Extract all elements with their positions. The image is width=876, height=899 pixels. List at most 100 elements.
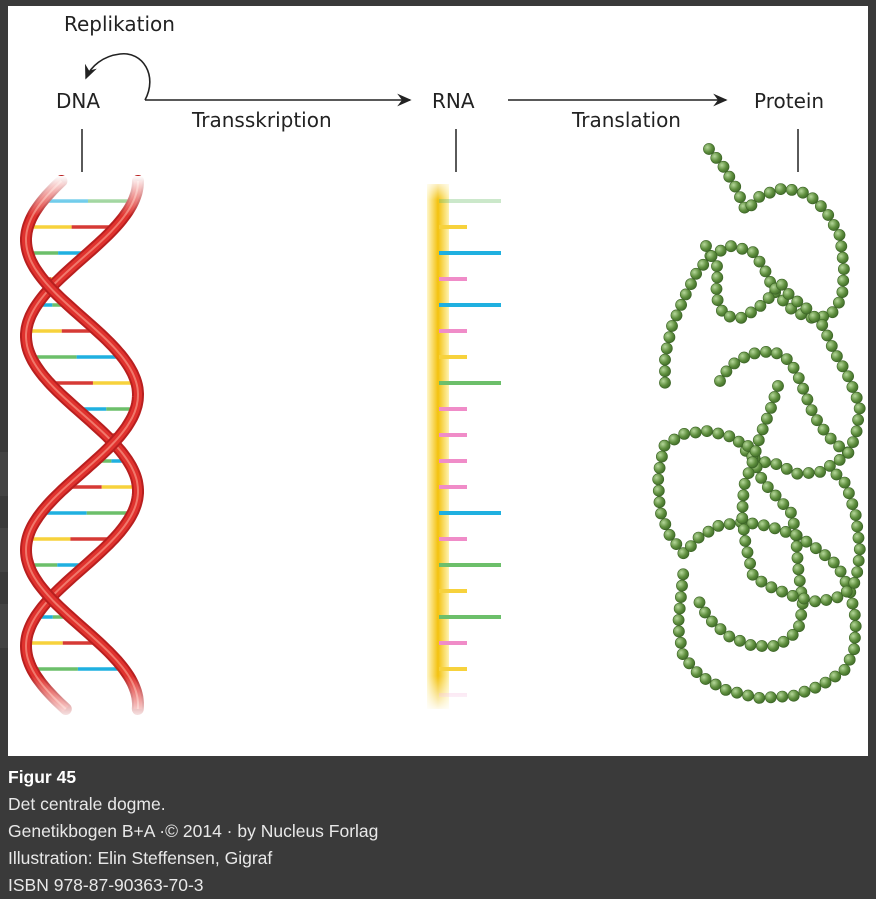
- amino-acid-bead: [791, 295, 804, 308]
- amino-acid-bead: [734, 191, 746, 203]
- amino-acid-bead: [720, 365, 733, 378]
- amino-acid-bead: [825, 340, 838, 352]
- amino-acid-bead: [676, 579, 688, 592]
- amino-acid-bead: [770, 458, 783, 470]
- rna-backbone: [427, 184, 449, 709]
- amino-acid-bead: [739, 535, 752, 547]
- amino-acid-bead: [833, 453, 846, 466]
- amino-acid-bead: [745, 306, 757, 319]
- amino-acid-bead: [723, 630, 736, 643]
- amino-acid-bead: [848, 577, 861, 589]
- amino-acid-bead: [673, 602, 686, 615]
- amino-acid-bead: [842, 370, 854, 383]
- amino-acid-bead: [723, 170, 736, 183]
- amino-acid-bead: [836, 286, 849, 298]
- amino-acid-bead: [787, 517, 800, 530]
- amino-acid-bead: [833, 296, 845, 309]
- caption-illustration-credit: Illustration: Elin Steffensen, Gigraf: [8, 848, 273, 868]
- amino-acid-bead: [824, 459, 836, 472]
- amino-acid-bead: [776, 585, 788, 598]
- amino-acid-bead: [822, 209, 835, 221]
- replication-arrow: [85, 53, 151, 101]
- amino-acid-bead: [769, 522, 781, 535]
- amino-acid-bead: [710, 151, 723, 164]
- amino-acid-bead: [786, 629, 799, 641]
- amino-acid-bead: [786, 590, 799, 602]
- amino-acid-bead: [831, 350, 843, 363]
- amino-acid-bead: [780, 353, 793, 365]
- amino-acid-bead: [790, 540, 803, 553]
- amino-acid-bead: [697, 258, 710, 271]
- protein-bead-chain: [652, 143, 866, 704]
- amino-acid-bead: [820, 594, 833, 606]
- fade-bottom: [423, 676, 513, 712]
- caption-title: Figur 45: [8, 767, 77, 787]
- amino-acid-bead: [850, 391, 863, 404]
- amino-acid-bead: [851, 566, 864, 578]
- amino-acid-bead: [652, 473, 665, 486]
- amino-acid-bead: [659, 365, 671, 378]
- amino-acid-bead: [797, 382, 809, 395]
- amino-acid-bead: [777, 498, 790, 510]
- amino-acid-bead: [690, 666, 703, 678]
- amino-acid-bead: [774, 183, 787, 195]
- amino-acid-bead: [653, 461, 666, 474]
- amino-acid-bead: [659, 353, 671, 366]
- amino-acid-bead: [709, 678, 722, 691]
- amino-acid-bead: [829, 670, 842, 683]
- amino-acid-bead: [852, 413, 864, 426]
- amino-acid-bead: [847, 436, 859, 448]
- amino-acid-bead: [699, 673, 712, 685]
- amino-acid-bead: [692, 531, 705, 544]
- amino-acid-bead: [755, 471, 768, 484]
- central-dogma-diagram: [8, 53, 866, 721]
- amino-acid-bead: [789, 529, 802, 541]
- amino-acid-bead: [683, 657, 696, 670]
- amino-acid-bead: [701, 425, 713, 437]
- amino-acid-bead: [677, 568, 690, 581]
- amino-acid-bead: [737, 523, 750, 536]
- caption-isbn: ISBN 978-87-90363-70-3: [8, 875, 204, 895]
- amino-acid-bead: [712, 427, 725, 440]
- amino-acid-bead: [674, 636, 687, 649]
- amino-acid-bead: [705, 250, 718, 262]
- amino-acid-bead: [656, 450, 668, 463]
- amino-acid-bead: [749, 445, 762, 458]
- amino-acid-bead: [753, 692, 766, 704]
- amino-acid-bead: [716, 304, 728, 317]
- amino-acid-bead: [689, 426, 702, 439]
- amino-acid-bead: [714, 244, 727, 257]
- amino-acid-bead: [795, 609, 808, 621]
- amino-acid-bead: [838, 476, 851, 489]
- amino-acid-bead: [723, 518, 736, 530]
- amino-acid-bead: [745, 199, 758, 212]
- amino-acid-bead: [735, 311, 748, 324]
- label-transcription: Transskription: [192, 108, 332, 132]
- amino-acid-bead: [736, 512, 749, 525]
- rna-strand: [423, 178, 513, 712]
- amino-acid-bead: [753, 190, 766, 203]
- amino-acid-bead: [779, 526, 792, 538]
- amino-acid-bead: [668, 433, 681, 446]
- amino-acid-bead: [761, 481, 774, 493]
- amino-acid-bead: [756, 423, 769, 436]
- amino-acid-bead: [831, 591, 844, 604]
- amino-acid-bead: [757, 519, 770, 532]
- amino-acid-bead: [848, 643, 860, 656]
- amino-acid-bead: [770, 347, 783, 360]
- amino-acid-bead: [753, 255, 766, 268]
- amino-acid-bead: [800, 535, 813, 548]
- amino-acid-bead: [838, 664, 851, 676]
- amino-acid-bead: [780, 462, 793, 475]
- amino-acid-bead: [710, 282, 723, 295]
- amino-acid-bead: [746, 456, 759, 469]
- amino-acid-bead: [852, 554, 865, 567]
- amino-acid-bead: [670, 309, 683, 322]
- amino-acid-bead: [714, 375, 726, 387]
- amino-acid-bead: [776, 690, 789, 703]
- fade-bottom: [8, 676, 168, 721]
- amino-acid-bead: [767, 640, 780, 652]
- amino-acid-bead: [791, 552, 804, 564]
- label-rna: RNA: [432, 89, 475, 113]
- amino-acid-bead: [702, 525, 715, 538]
